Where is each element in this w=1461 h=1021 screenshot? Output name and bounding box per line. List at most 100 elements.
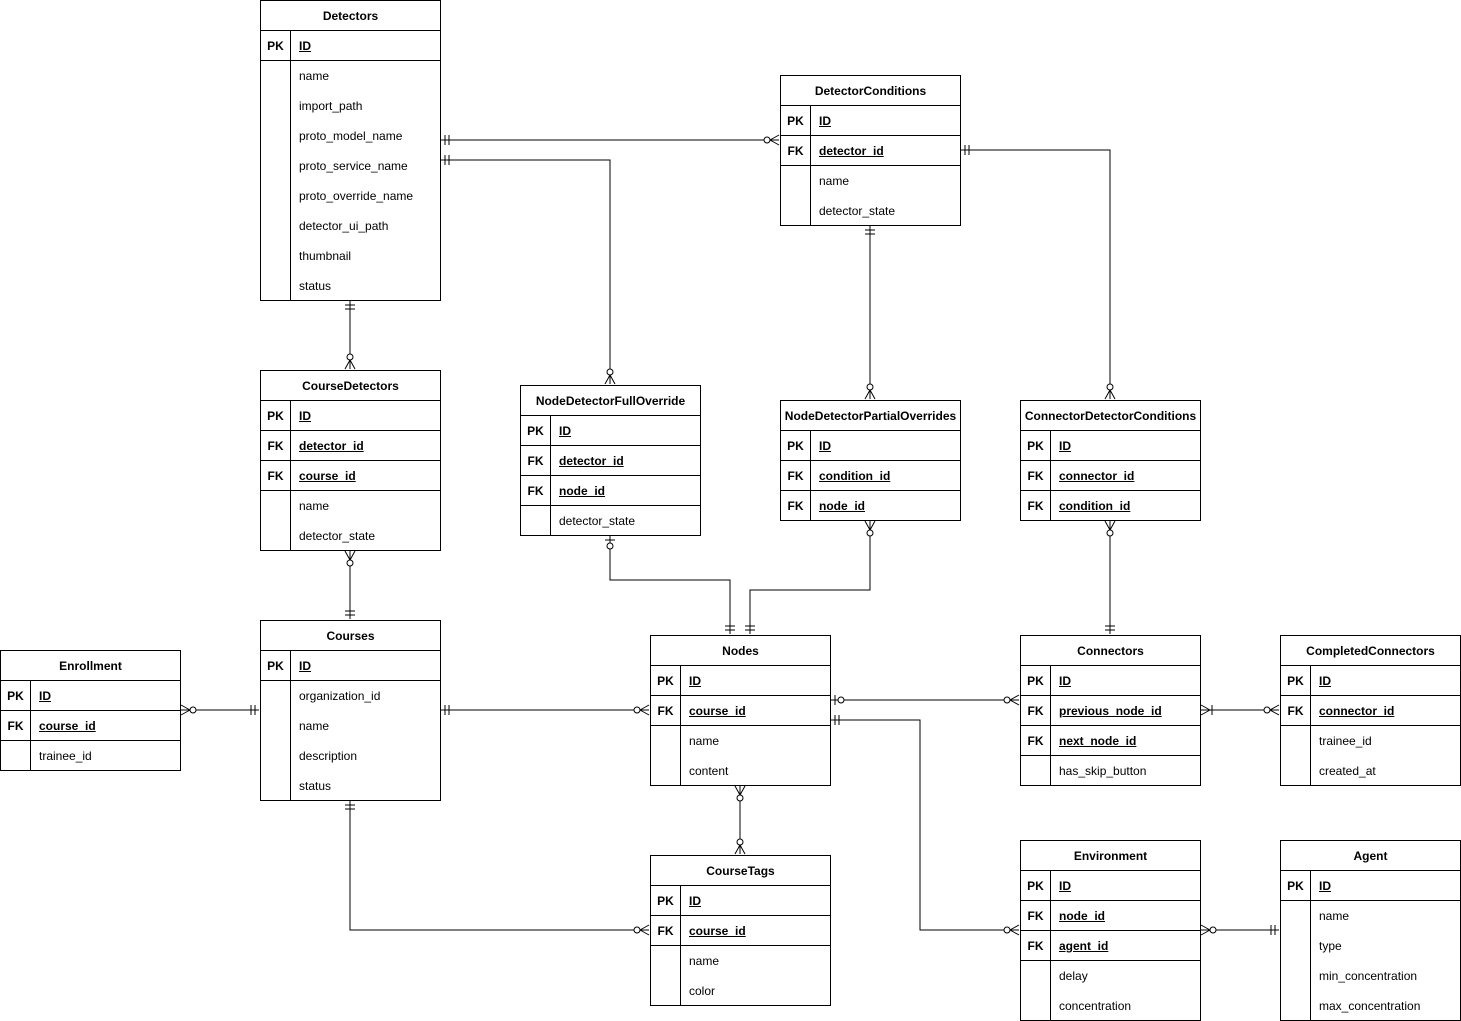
key-badge: [261, 681, 291, 711]
key-badge: FK: [1281, 696, 1311, 725]
field-name: detector_ui_path: [299, 219, 389, 233]
field-row: name: [651, 726, 830, 756]
field-name: ID: [1319, 879, 1331, 893]
field-name: ID: [559, 424, 571, 438]
primary-key-row: PK ID: [521, 416, 700, 446]
key-badge: PK: [1281, 871, 1311, 900]
field-name: ID: [689, 674, 701, 688]
field-name: node_id: [819, 499, 866, 513]
key-badge: [1281, 756, 1311, 786]
field-row: name: [261, 711, 440, 741]
field-name: course_id: [299, 469, 356, 483]
field-name: status: [299, 279, 332, 293]
field-row: proto_service_name: [261, 151, 440, 181]
field-row: status: [261, 771, 440, 801]
relationship-connectors-completed-connectors: [1200, 704, 1280, 716]
field-name: course_id: [689, 704, 746, 718]
field-row: trainee_id: [1281, 726, 1460, 756]
field-name: proto_model_name: [299, 129, 403, 143]
field-row: content: [651, 756, 830, 786]
key-badge: [1281, 931, 1311, 961]
key-badge: [651, 946, 681, 976]
entity-title: NodeDetectorPartialOverrides: [781, 401, 960, 431]
field-name: organization_id: [299, 689, 381, 703]
key-badge: PK: [781, 431, 811, 460]
field-name: previous_node_id: [1059, 704, 1162, 718]
field-name: name: [299, 499, 330, 513]
field-name: ID: [299, 409, 311, 423]
relationship-node-detector-full-override-nodes: [605, 536, 735, 634]
field-name: ID: [1319, 674, 1331, 688]
key-badge: PK: [651, 886, 681, 915]
field-name: import_path: [299, 99, 363, 113]
field-row: type: [1281, 931, 1460, 961]
key-badge: PK: [1021, 871, 1051, 900]
field-name: name: [689, 954, 720, 968]
field-name: thumbnail: [299, 249, 352, 263]
key-badge: [651, 756, 681, 786]
entity-title: Agent: [1281, 841, 1460, 871]
key-badge: PK: [261, 651, 291, 680]
key-badge: PK: [521, 416, 551, 445]
key-badge: FK: [1021, 931, 1051, 960]
key-badge: [261, 771, 291, 801]
field-name: ID: [1059, 439, 1071, 453]
key-badge: [1, 741, 31, 771]
field-name: agent_id: [1059, 939, 1109, 953]
field-row: detector_state: [261, 521, 440, 551]
field-name: proto_override_name: [299, 189, 414, 203]
field-name: name: [1319, 909, 1350, 923]
field-row: concentration: [1021, 991, 1200, 1021]
field-name: course_id: [39, 719, 96, 733]
key-badge: [261, 61, 291, 91]
key-badge: [781, 196, 811, 226]
key-badge: FK: [1021, 461, 1051, 490]
field-name: detector_id: [559, 454, 624, 468]
field-row: has_skip_button: [1021, 756, 1200, 786]
entity-title: CompletedConnectors: [1281, 636, 1460, 666]
relationship-nodes-connectors: [831, 694, 1020, 706]
key-badge: [1281, 901, 1311, 931]
field-row: status: [261, 271, 440, 301]
key-badge: [261, 271, 291, 301]
key-badge: FK: [781, 461, 811, 490]
field-name: connector_id: [1059, 469, 1135, 483]
relationship-environment-agent: [1200, 924, 1279, 936]
key-badge: [261, 741, 291, 771]
key-badge: [651, 726, 681, 756]
foreign-key-row: FK connector_id: [1021, 461, 1200, 491]
field-name: color: [689, 984, 716, 998]
field-row: color: [651, 976, 830, 1006]
field-row: proto_override_name: [261, 181, 440, 211]
field-name: detector_state: [819, 204, 896, 218]
field-name: detector_id: [299, 439, 364, 453]
entity-title: CourseTags: [651, 856, 830, 886]
